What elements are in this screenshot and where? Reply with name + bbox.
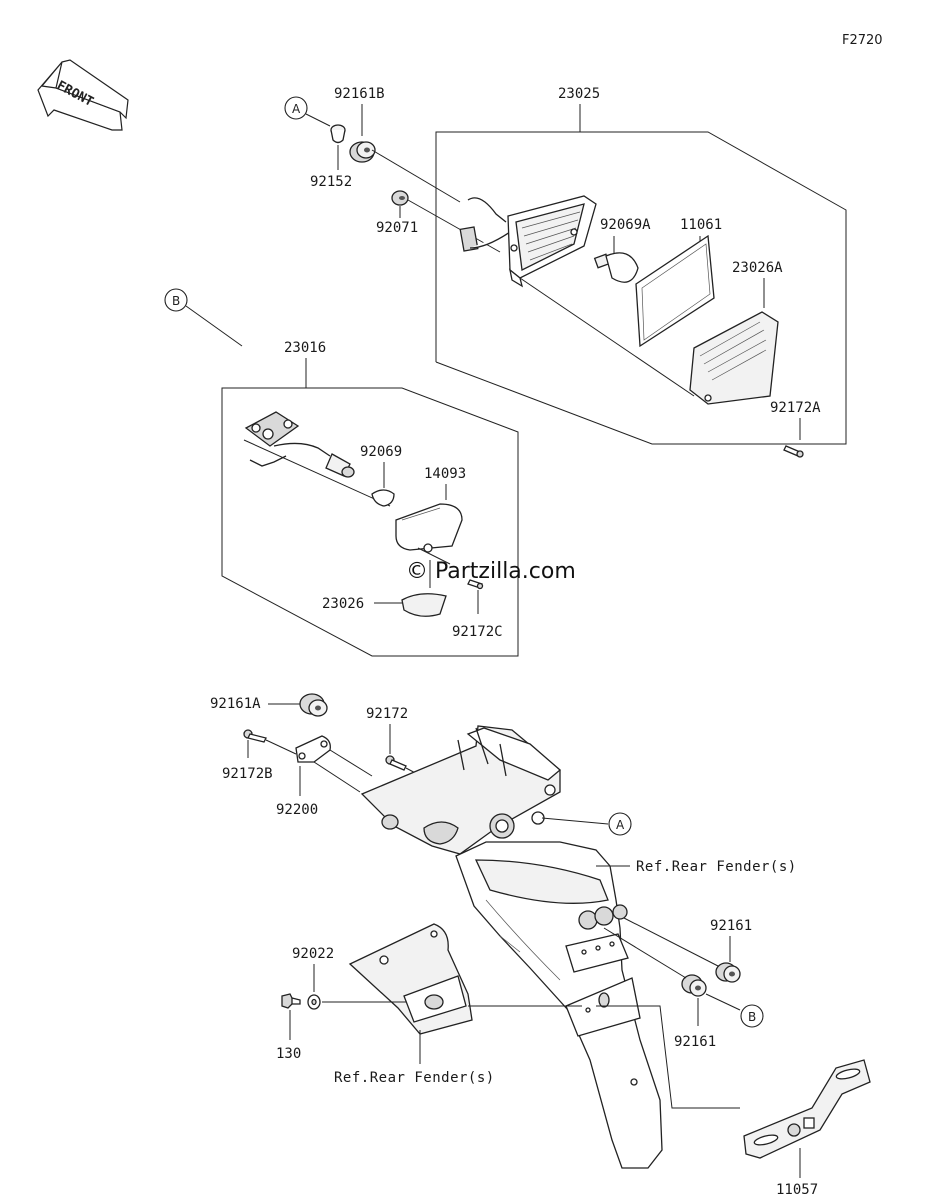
label-92071: 92071 bbox=[376, 220, 418, 236]
bracket-92200 bbox=[295, 735, 331, 763]
screw-92172A bbox=[783, 445, 804, 458]
rear-fender-group: 92161A 92172 92172B 92200 bbox=[210, 693, 871, 1198]
lens-23026A bbox=[689, 311, 779, 405]
screw-92172 bbox=[385, 755, 407, 771]
light-cover-14093 bbox=[395, 503, 463, 553]
callout-b bbox=[164, 288, 188, 312]
label-92161-bottom: 92161 bbox=[674, 1034, 716, 1050]
label-92069A: 92069A bbox=[600, 217, 651, 233]
callout-b-letter: B bbox=[172, 294, 180, 308]
label-130: 130 bbox=[276, 1046, 301, 1062]
callout-a-ref-letter: A bbox=[616, 818, 625, 832]
label-92172A: 92172A bbox=[770, 400, 821, 416]
front-arrow-icon: FRONT bbox=[37, 59, 129, 131]
upper-tail-light-group: A 92152 92161B 92071 23025 bbox=[284, 86, 847, 458]
label-23016: 23016 bbox=[284, 340, 326, 356]
screw-92172C bbox=[467, 579, 484, 590]
grommet-92161B bbox=[349, 141, 376, 163]
grommet-92161A bbox=[299, 693, 328, 717]
wire-socket bbox=[325, 453, 355, 478]
bulb-92069A bbox=[593, 252, 639, 283]
label-23026: 23026 bbox=[322, 596, 364, 612]
label-92022: 92022 bbox=[292, 946, 334, 962]
light-socket-base bbox=[244, 411, 331, 467]
washer-92022 bbox=[307, 994, 321, 1010]
callout-b-ref bbox=[740, 1004, 764, 1028]
label-23025: 23025 bbox=[558, 86, 600, 102]
label-92161-top: 92161 bbox=[710, 918, 752, 934]
bulb-92069 bbox=[371, 489, 395, 507]
grommet-92161-bottom bbox=[681, 974, 707, 997]
tail-light-housing bbox=[459, 195, 597, 288]
bolt-130 bbox=[281, 993, 301, 1009]
ref-rear-fender-2: Ref.Rear Fender(s) bbox=[334, 1070, 495, 1086]
screw-92172B bbox=[243, 729, 267, 743]
label-92172C: 92172C bbox=[452, 624, 503, 640]
license-light-group: 23016 B 92069 14093 bbox=[164, 288, 576, 657]
label-92172B: 92172B bbox=[222, 766, 273, 782]
label-23026A: 23026A bbox=[732, 260, 783, 276]
label-11057: 11057 bbox=[776, 1182, 818, 1198]
spacer-92152 bbox=[330, 124, 346, 144]
lens-23026 bbox=[401, 593, 447, 617]
inner-fender-piece bbox=[348, 923, 473, 1035]
callout-a bbox=[284, 96, 308, 120]
label-92152: 92152 bbox=[310, 174, 352, 190]
callout-a-letter: A bbox=[292, 102, 301, 116]
label-92069: 92069 bbox=[360, 444, 402, 460]
watermark: © Partzilla.com bbox=[406, 559, 576, 584]
license-bracket-11057 bbox=[743, 1059, 871, 1159]
grommet-92071 bbox=[391, 190, 409, 206]
label-92161A: 92161A bbox=[210, 696, 261, 712]
callout-b-ref-letter: B bbox=[748, 1010, 756, 1024]
tail-bracket bbox=[360, 725, 562, 855]
label-92172: 92172 bbox=[366, 706, 408, 722]
label-11061: 11061 bbox=[680, 217, 722, 233]
figure-code: F2720 bbox=[842, 33, 883, 48]
callout-a-ref bbox=[608, 812, 632, 836]
label-92200: 92200 bbox=[276, 802, 318, 818]
label-14093: 14093 bbox=[424, 466, 466, 482]
lens-gasket-11061 bbox=[635, 234, 715, 348]
ref-rear-fender-1: Ref.Rear Fender(s) bbox=[636, 859, 797, 875]
label-92161B: 92161B bbox=[334, 86, 385, 102]
grommet-92161-top bbox=[715, 962, 741, 983]
rear-fender bbox=[455, 841, 663, 1169]
